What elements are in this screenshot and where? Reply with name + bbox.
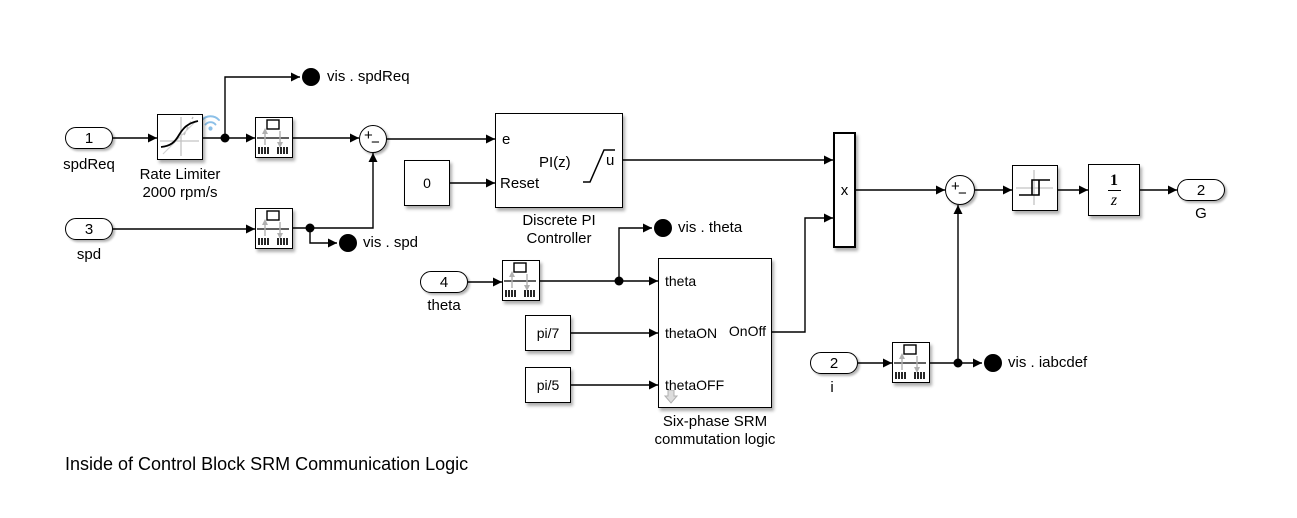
inport-spdreq[interactable]: 1 (65, 127, 113, 149)
inport-spdreq-label: spdReq (63, 156, 115, 173)
commutation-port-thetaon-label: thetaON (665, 325, 718, 341)
commutation-label-line2: commutation logic (654, 431, 776, 448)
wireless-signal-icon[interactable] (201, 115, 220, 131)
constant-zero-value: 0 (423, 175, 431, 191)
sum-minus-sign: − (958, 185, 967, 202)
scope-terminator-icon[interactable] (984, 354, 1002, 372)
unit-delay-block[interactable]: 1 z (1088, 164, 1140, 216)
discrete-pi-label: Discrete PI Controller (469, 212, 649, 248)
vis-spd-label: vis . spd (363, 234, 419, 251)
constant-pi5-block[interactable]: pi/5 (525, 367, 571, 403)
commutation-logic-label: Six-phase SRM commutation logic (625, 413, 805, 449)
fraction-bar (1107, 189, 1121, 191)
vis-spdreq-label: vis . spdReq (327, 68, 410, 85)
product-block-label: x (840, 181, 849, 199)
commutation-port-theta-label: theta (665, 273, 697, 289)
commutation-port-thetaoff-label: thetaOFF (665, 377, 725, 393)
constant-pi7-block[interactable]: pi/7 (525, 315, 571, 351)
inport-spd[interactable]: 3 (65, 218, 113, 240)
unit-delay-numerator: 1 (1110, 171, 1118, 189)
constant-zero-block[interactable]: 0 (404, 160, 450, 206)
diagram-caption: Inside of Control Block SRM Communicatio… (65, 454, 469, 474)
rate-transition-block-1[interactable] (255, 117, 293, 158)
junction-dot (614, 276, 624, 286)
commutation-label-line1: Six-phase SRM (662, 413, 768, 430)
inport-i[interactable]: 2 (810, 352, 858, 374)
scope-terminator-icon[interactable] (302, 68, 320, 86)
rate-limiter-label-line2: 2000 rpm/s (142, 184, 218, 201)
rate-limiter-label-line1: Rate Limiter (139, 166, 221, 183)
outport-g-label: G (1195, 205, 1207, 222)
commutation-port-onoff-label: OnOff (728, 323, 766, 339)
rate-transition-block-4[interactable] (892, 342, 930, 383)
commutation-logic-block[interactable]: theta thetaON OnOff thetaOFF (658, 258, 772, 408)
discrete-pi-controller-block[interactable]: e Reset PI(z) u (495, 113, 623, 208)
junction-dot (953, 358, 963, 368)
inport-theta-label: theta (427, 297, 461, 314)
sum-minus-sign: − (371, 134, 380, 151)
constant-pi5-value: pi/5 (536, 377, 560, 393)
product-block[interactable]: x (833, 132, 856, 248)
sum-plus-sign: + (951, 178, 960, 195)
scope-terminator-icon[interactable] (654, 219, 672, 237)
discrete-pi-label-line1: Discrete PI (522, 212, 596, 229)
inport-theta-number: 4 (439, 273, 449, 291)
inport-spd-label: spd (76, 246, 102, 263)
rate-transition-icon (257, 210, 289, 245)
unit-delay-denominator: z (1110, 191, 1118, 209)
rate-transition-icon (504, 262, 536, 297)
sum-block-current[interactable]: + − (945, 175, 975, 205)
subsystem-arrow-icon (664, 390, 678, 404)
rate-transition-block-3[interactable] (502, 260, 540, 301)
vis-iabcdef-label: vis . iabcdef (1008, 354, 1088, 371)
rate-transition-block-2[interactable] (255, 208, 293, 249)
rate-transition-icon (257, 119, 289, 154)
pi-port-e-label: e (502, 131, 511, 148)
inport-theta[interactable]: 4 (420, 271, 468, 293)
pi-port-reset-label: Reset (500, 175, 540, 192)
junction-dot (220, 133, 230, 143)
discrete-pi-label-line2: Controller (526, 230, 592, 247)
rate-transition-icon (894, 344, 926, 379)
pi-port-u-label: u (606, 152, 615, 169)
inport-i-label: i (830, 379, 834, 396)
outport-g-number: 2 (1196, 181, 1206, 199)
inport-i-number: 2 (829, 354, 839, 372)
constant-pi7-value: pi/7 (536, 325, 560, 341)
wire-onoff-to-product[interactable] (772, 213, 833, 333)
wire-branch-to-vis-theta[interactable] (618, 223, 652, 281)
vis-theta-label: vis . theta (678, 219, 743, 236)
junction-dot (305, 223, 315, 233)
outport-g[interactable]: 2 (1177, 179, 1225, 201)
wire-rt2-to-sum1-minus[interactable] (293, 153, 378, 229)
pi-body-text: PI(z) (539, 154, 571, 171)
inport-spd-number: 3 (84, 220, 94, 238)
rate-limiter-icon (160, 116, 199, 156)
rate-limiter-label: Rate Limiter 2000 rpm/s (90, 166, 270, 202)
saturation-ramp-icon (583, 149, 615, 183)
scope-terminator-icon[interactable] (339, 234, 357, 252)
rate-limiter-block[interactable] (157, 114, 203, 160)
relay-block[interactable] (1012, 165, 1058, 211)
inport-spdreq-number: 1 (84, 129, 94, 147)
sum-block-speed[interactable]: + − (359, 125, 387, 153)
relay-hysteresis-icon (1016, 170, 1053, 205)
wire-branch-to-vis-spd[interactable] (309, 228, 337, 248)
sum-plus-sign: + (364, 127, 373, 144)
wire-branch-to-vis-spdreq[interactable] (224, 72, 300, 138)
